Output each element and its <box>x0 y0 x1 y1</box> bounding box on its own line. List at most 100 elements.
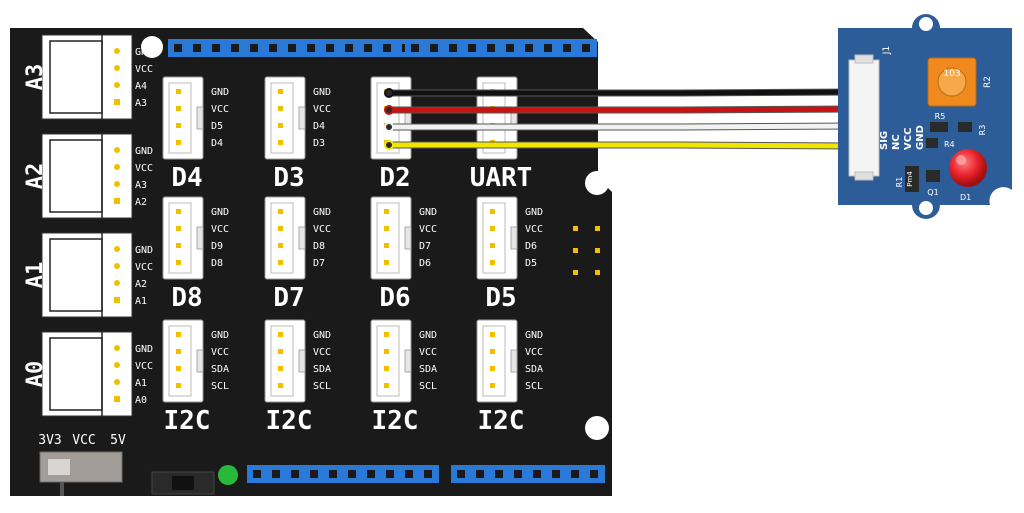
pin-pad <box>176 123 181 128</box>
wire-tip <box>384 140 394 150</box>
mount-hole <box>585 416 609 440</box>
header-pin <box>476 470 484 478</box>
pin-label: GND <box>135 245 153 256</box>
header-pin <box>231 44 239 52</box>
port-housing <box>168 82 192 154</box>
grove-port: UART <box>470 76 532 193</box>
reset-button[interactable] <box>151 471 215 495</box>
header-pin <box>212 44 220 52</box>
pin-label: A3 <box>135 180 147 191</box>
ref-r1: R1 <box>895 177 904 188</box>
pin-pad <box>176 260 181 265</box>
header-pin <box>571 470 579 478</box>
potentiometer-knob[interactable] <box>937 67 967 97</box>
pin-pad <box>384 349 389 354</box>
pin-label: D5 <box>525 258 537 269</box>
ref-d1: D1 <box>960 193 971 202</box>
pin-pad <box>114 164 120 170</box>
pin-pad <box>278 366 283 371</box>
resistor-r3 <box>958 122 972 132</box>
wire-strand <box>387 123 858 130</box>
pin-label: VCC <box>135 163 153 174</box>
port-label: A1 <box>23 262 48 289</box>
port-label: I2C <box>478 406 525 436</box>
header-strips <box>168 39 605 483</box>
pin-label: GND <box>313 330 331 341</box>
transistor-q1 <box>926 170 940 182</box>
pin-pad <box>278 140 283 145</box>
pin-pad <box>176 106 181 111</box>
header-pin <box>582 44 590 52</box>
header-pin <box>329 470 337 478</box>
power-label: VCC <box>72 433 95 448</box>
port-housing <box>482 325 506 397</box>
pin-label: VCC <box>313 104 331 115</box>
pin-label: A1 <box>135 378 147 389</box>
pot-ref: R2 <box>983 76 993 88</box>
pin-pad <box>384 366 389 371</box>
pin-pad <box>114 280 120 286</box>
pin-pad <box>114 82 120 88</box>
pin-label: SDA <box>419 364 437 375</box>
icsp-pin <box>573 248 578 253</box>
header-pin <box>250 44 258 52</box>
icsp-pin <box>573 226 578 231</box>
pin-pad <box>384 209 389 214</box>
module-pin-label: NC <box>891 134 902 150</box>
icsp-pins <box>573 226 600 275</box>
pin-label: GND <box>419 330 437 341</box>
ref-r3: R3 <box>978 125 987 136</box>
header-pin <box>552 470 560 478</box>
pin-label: A1 <box>135 296 147 307</box>
power-switch[interactable]: 3V3 VCC 5V <box>38 433 126 496</box>
mount-hole <box>919 201 933 215</box>
pin-pad <box>384 243 389 248</box>
header-pin <box>367 470 375 478</box>
header-pin <box>307 44 315 52</box>
resistor-r5 <box>930 122 948 132</box>
port-label: D4 <box>171 163 202 193</box>
header-pin <box>411 44 419 52</box>
pin-label: VCC <box>211 224 229 235</box>
icsp-pin <box>573 270 578 275</box>
pin-label: A3 <box>135 98 147 109</box>
pin-label: VCC <box>135 262 153 273</box>
pin-pad <box>114 48 120 54</box>
plus-sign: + <box>998 191 1009 206</box>
pin-pad <box>114 396 120 402</box>
header-pin <box>457 470 465 478</box>
header-pin <box>424 470 432 478</box>
pin-pad <box>176 140 181 145</box>
pin-pad <box>278 349 283 354</box>
pin-label: D7 <box>313 258 325 269</box>
header-pin <box>495 470 503 478</box>
header-pin <box>272 470 280 478</box>
wire-strand <box>387 89 858 96</box>
pin-pad <box>114 246 120 252</box>
pin-label: D8 <box>211 258 223 269</box>
pin-label: GND <box>211 207 229 218</box>
pin-label: GND <box>525 207 543 218</box>
port-housing <box>482 202 506 274</box>
pot-value: 103 <box>943 69 960 79</box>
led-d1 <box>949 149 987 187</box>
header-strip <box>451 465 605 483</box>
pin-pad <box>278 89 283 94</box>
pin-pad <box>278 106 283 111</box>
reset-button-cap <box>172 476 194 490</box>
ref-r5: R5 <box>935 112 946 121</box>
port-housing <box>376 202 400 274</box>
pin-pad <box>114 297 120 303</box>
pin-pad <box>384 383 389 388</box>
pin-pad <box>278 226 283 231</box>
connector-ref: J1 <box>882 46 892 55</box>
